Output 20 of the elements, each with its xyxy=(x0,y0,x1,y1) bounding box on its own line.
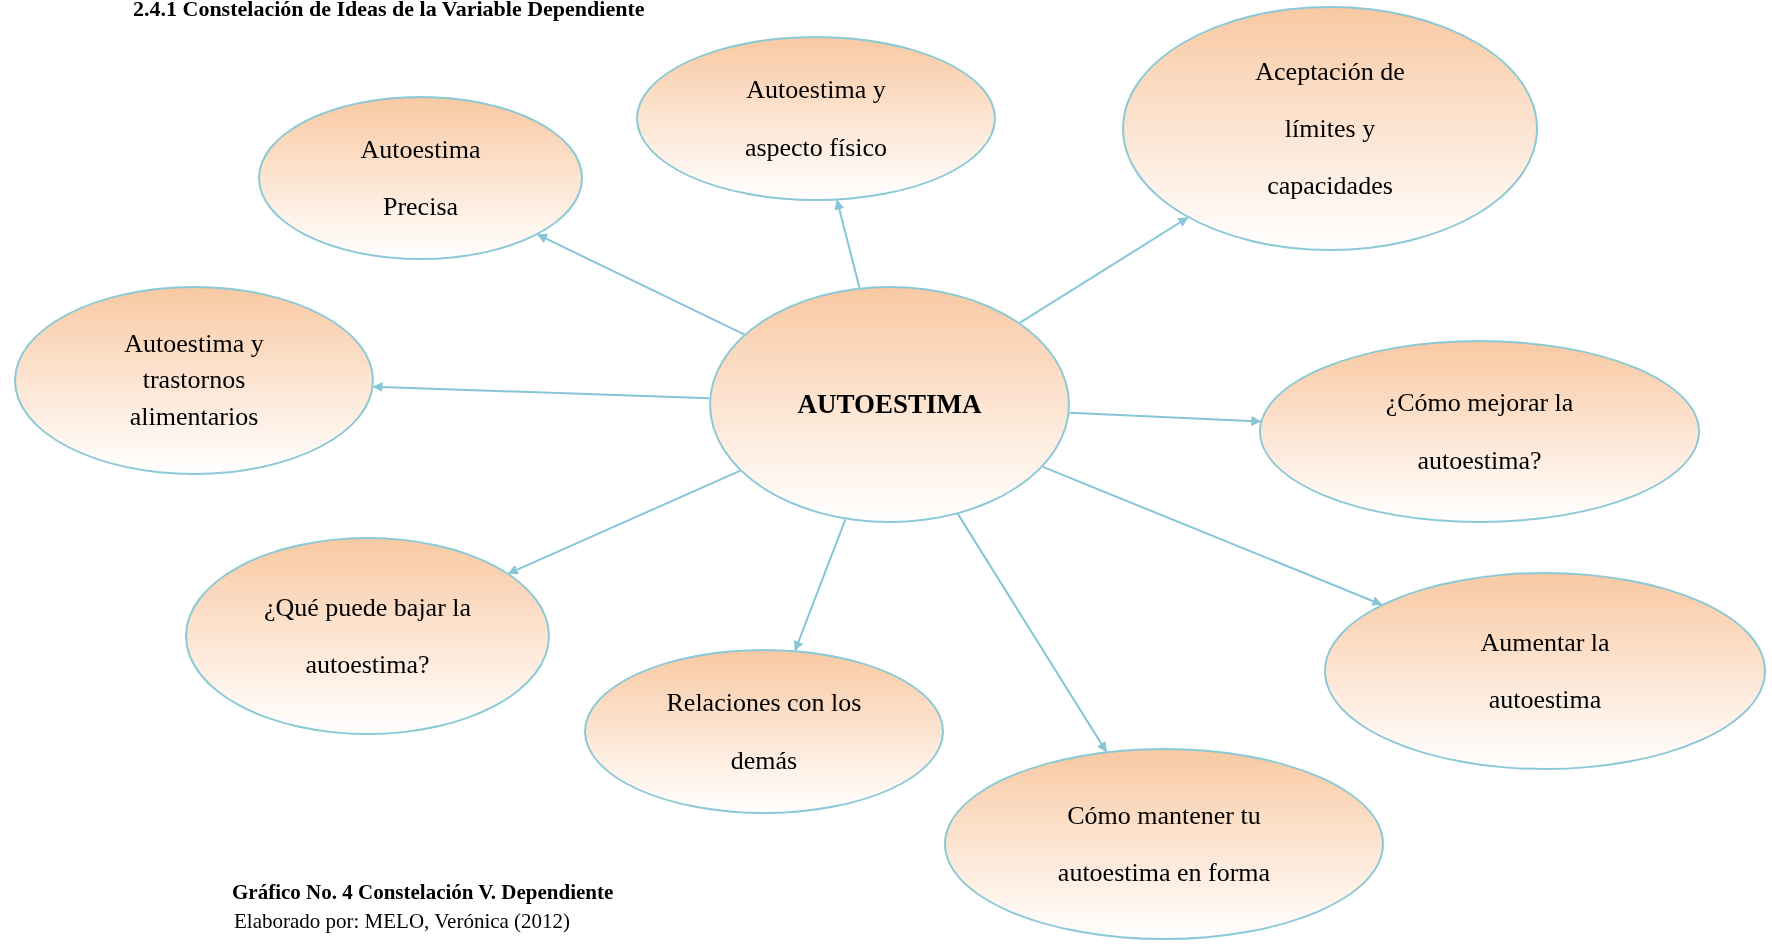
central-concept: AUTOESTIMA xyxy=(797,388,982,422)
arrow xyxy=(1041,465,1383,606)
arrow xyxy=(1019,216,1189,324)
idea-text: Cómo mantener tu autoestima en forma xyxy=(1056,799,1272,889)
arrow xyxy=(1068,411,1262,427)
credit-note: Elaborado por: MELO, Verónica (2012) xyxy=(234,908,571,935)
arrow xyxy=(536,233,746,336)
idea-text: Relaciones con los demás xyxy=(665,687,863,777)
arrow xyxy=(834,199,861,289)
idea-text: ¿Cómo mejorar la autoestima? xyxy=(1384,387,1575,477)
idea-text: Aceptación de límites y capacidades xyxy=(1254,55,1406,203)
arrow xyxy=(507,469,741,575)
title: 2.4.1 Constelación de Ideas de la Variable Dependiente xyxy=(133,0,645,23)
arrow xyxy=(372,382,711,400)
idea-text: Autoestima y aspecto físico xyxy=(743,74,889,164)
idea-text: ¿Qué puede bajar la autoestima? xyxy=(262,591,473,681)
idea-text: Aumentar la autoestima xyxy=(1479,626,1611,716)
idea-text: Autoestima Precisa xyxy=(359,133,482,223)
idea-text: Autoestima y trastornos alimentarios xyxy=(123,327,265,433)
caption: Gráfico No. 4 Constelación V. Dependiente xyxy=(232,879,614,906)
